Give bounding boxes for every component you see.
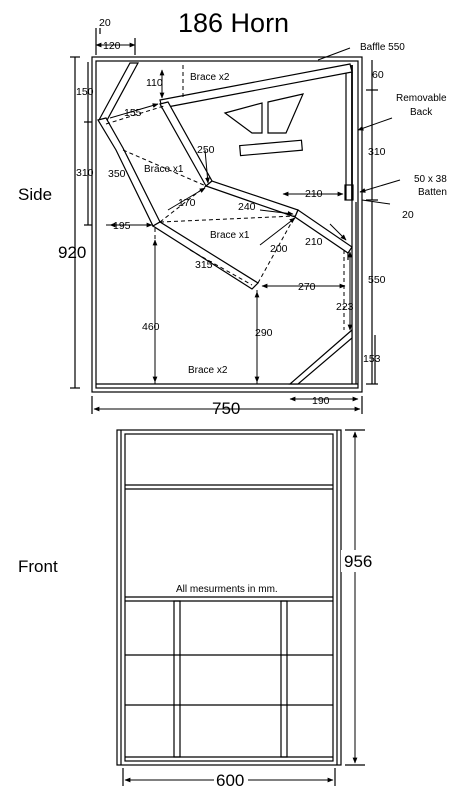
side-inner-box (95, 60, 359, 389)
dim-arrow-210-lower (329, 223, 347, 241)
brace-dash-170 (159, 185, 207, 223)
dim-550: 550 (368, 274, 386, 286)
dim-750: 750 (212, 399, 240, 418)
dim-223: 223 (336, 301, 354, 313)
dim-195: 195 (113, 220, 131, 232)
driver-cutout-right (267, 93, 305, 134)
dim-arrow-155 (109, 103, 159, 119)
drawing-title: 186 Horn (178, 8, 289, 38)
brace-dash-155 (105, 105, 165, 125)
removable-back-leader (357, 117, 393, 131)
batten-leader (359, 179, 401, 193)
dim-600-bg (214, 772, 248, 788)
dim-350: 350 (108, 168, 126, 180)
dim-arrow-170 (167, 187, 206, 211)
dim-956: 956 (344, 552, 372, 571)
dim-270: 270 (298, 281, 316, 293)
dim-20-top: 20 (99, 17, 111, 29)
dim-153: 153 (363, 353, 381, 365)
dim-250: 250 (197, 144, 215, 156)
brace-dash-240 (159, 215, 296, 223)
batten-label-2: Batten (418, 187, 447, 198)
dim-150: 150 (76, 86, 94, 98)
brace-dash-250 (122, 149, 207, 187)
measurement-note: All mesurments in mm. (176, 584, 278, 595)
brace-dash-315 (189, 249, 253, 286)
baffle-label: Baffle 550 (360, 42, 405, 53)
dim-240: 240 (238, 201, 256, 213)
dim-290: 290 (255, 327, 273, 339)
dim-460: 460 (142, 321, 160, 333)
dim-956-bg (341, 550, 377, 572)
dim-210-batten: 210 (305, 188, 323, 200)
dim-120: 120 (103, 40, 121, 52)
driver-mount-bar (239, 139, 303, 157)
dim-600: 600 (216, 771, 244, 789)
front-view-label: Front (18, 557, 58, 576)
dim-20-right: 20 (402, 209, 414, 221)
removable-back-label-1: Removable (396, 93, 447, 104)
dim-arrow-240 (259, 209, 294, 216)
brace-bottom-label: Brace x2 (188, 365, 228, 376)
brace-dash-200 (257, 215, 296, 284)
front-view (116, 429, 365, 786)
horn-wall-right (294, 209, 353, 254)
batten (344, 184, 354, 201)
dim-155: 155 (124, 107, 142, 119)
dim-920: 920 (58, 243, 86, 262)
brace-top-label: Brace x2 (190, 72, 230, 83)
dim-arrow-250 (204, 149, 210, 184)
front-brace-left (173, 600, 181, 758)
brace-middle-label: Brace x1 (210, 230, 250, 241)
side-view (70, 28, 401, 414)
brace-upper-label: Brace x1 (144, 164, 184, 175)
dim-310-right: 310 (368, 146, 386, 158)
driver-cutout-left (223, 102, 263, 134)
side-view-label: Side (18, 185, 52, 204)
baffle-leader (317, 47, 351, 61)
dim-170: 170 (178, 197, 196, 209)
dim-190: 190 (312, 395, 330, 407)
removable-back-label-2: Back (410, 107, 433, 118)
front-brace-right (280, 600, 288, 758)
dim-315: 315 (195, 259, 213, 271)
dim-60: 60 (372, 69, 384, 81)
bottom-right-slant-panel (288, 328, 353, 385)
dim-210-lower: 210 (305, 236, 323, 248)
dim-arrow-200 (259, 217, 296, 246)
dim-110: 110 (146, 77, 163, 89)
batten-label-1: 50 x 38 (414, 174, 447, 185)
dim-310-left: 310 (76, 167, 94, 179)
d20-right-leader (361, 199, 391, 205)
dim-200: 200 (270, 243, 288, 255)
